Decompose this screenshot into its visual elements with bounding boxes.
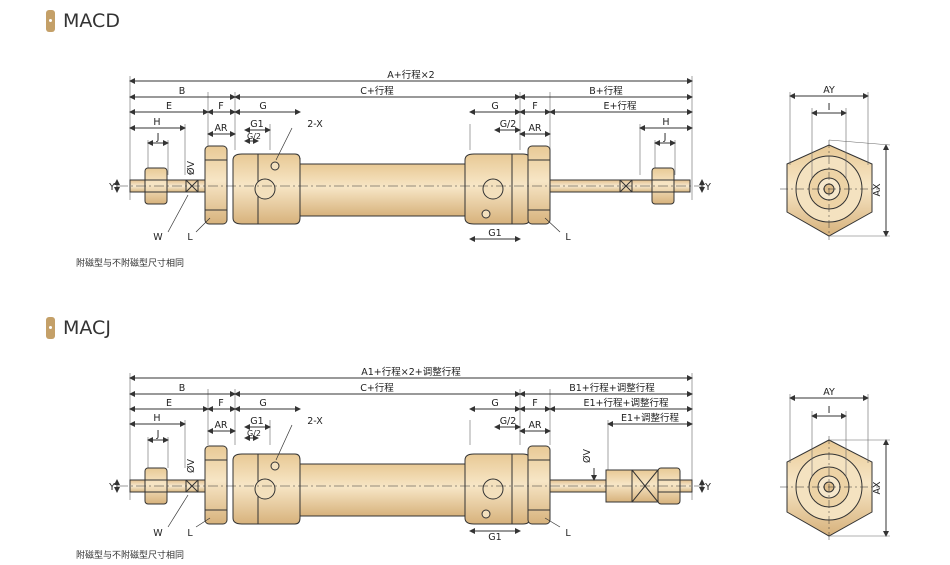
dim-ar-right: AR bbox=[528, 420, 541, 431]
dim-g-right: G bbox=[491, 398, 498, 409]
dim-b-right: B+行程 bbox=[589, 85, 623, 97]
dim-g1: G1 bbox=[250, 416, 263, 427]
bullet-icon bbox=[46, 10, 55, 32]
label-y-right: Y bbox=[704, 482, 711, 493]
dim-j: J bbox=[156, 429, 160, 440]
dim-j-right: J bbox=[663, 132, 667, 143]
dim-ar: AR bbox=[214, 420, 227, 431]
end-view-macd bbox=[780, 92, 891, 240]
end-view-macj bbox=[780, 394, 890, 540]
dim-g1-bottom: G1 bbox=[488, 228, 501, 239]
dim-f: F bbox=[218, 101, 223, 112]
dim-overall: A1+行程×2+调整行程 bbox=[361, 366, 461, 378]
dim-g: G bbox=[259, 398, 266, 409]
label-l-right: L bbox=[565, 528, 571, 539]
dim-g2-right: G/2 bbox=[500, 416, 517, 427]
bullet-icon bbox=[46, 317, 55, 339]
label-w: W bbox=[153, 232, 163, 243]
note-text: 附磁型与不附磁型尺寸相同 bbox=[76, 259, 185, 269]
dim-c: C+行程 bbox=[360, 85, 394, 97]
dim-g2: G/2 bbox=[247, 132, 261, 141]
dim-g1-bottom: G1 bbox=[488, 532, 501, 543]
section-tag-macj: MACJ bbox=[46, 317, 111, 339]
dim-f-right: F bbox=[532, 398, 537, 409]
dim-c: C+行程 bbox=[360, 382, 394, 394]
label-ax: AX bbox=[872, 183, 883, 196]
dim-b: B bbox=[179, 86, 186, 97]
cylinder-drawing-macj bbox=[114, 373, 705, 534]
dim-g2-right: G/2 bbox=[500, 119, 517, 130]
dim-e: E bbox=[166, 101, 172, 112]
label-ov: ØV bbox=[186, 459, 197, 473]
dim-b-right: B1+行程+调整行程 bbox=[569, 382, 655, 394]
dim-e: E bbox=[166, 398, 172, 409]
label-port: 2-X bbox=[307, 416, 323, 427]
label-i: I bbox=[828, 405, 831, 416]
labels-macd: A+行程×2 B C+行程 B+行程 E F G G F E+行程 H H J … bbox=[108, 69, 883, 243]
dim-ar: AR bbox=[214, 123, 227, 134]
labels-macj: A1+行程×2+调整行程 B C+行程 B1+行程+调整行程 E F G G F… bbox=[108, 366, 883, 543]
label-y: Y bbox=[108, 482, 115, 493]
section-title: MACJ bbox=[63, 317, 111, 339]
label-ay: AY bbox=[823, 85, 835, 96]
dim-e-right: E+行程 bbox=[604, 100, 637, 112]
label-ov-right: ØV bbox=[582, 449, 593, 463]
label-l: L bbox=[187, 528, 193, 539]
dim-ar-right: AR bbox=[528, 123, 541, 134]
dim-g-right: G bbox=[491, 101, 498, 112]
dim-overall: A+行程×2 bbox=[387, 69, 434, 81]
dim-h: H bbox=[153, 117, 160, 128]
dim-g2: G/2 bbox=[247, 429, 261, 438]
dim-g: G bbox=[259, 101, 266, 112]
section-tag-macd: MACD bbox=[46, 10, 120, 32]
dim-h: H bbox=[153, 413, 160, 424]
dim-f-right: F bbox=[532, 101, 537, 112]
note-text: 附磁型与不附磁型尺寸相同 bbox=[76, 551, 185, 561]
label-l-right: L bbox=[565, 232, 571, 243]
dim-j: J bbox=[156, 132, 160, 143]
label-ay: AY bbox=[823, 387, 835, 398]
label-ov: ØV bbox=[186, 161, 197, 175]
dim-e-right: E1+行程+调整行程 bbox=[584, 397, 669, 409]
dim-h-right: H bbox=[662, 117, 669, 128]
label-port: 2-X bbox=[307, 119, 323, 130]
dim-b: B bbox=[179, 383, 186, 394]
label-i: I bbox=[828, 102, 831, 113]
cylinder-drawing-macd bbox=[114, 76, 705, 242]
section-title: MACD bbox=[63, 10, 120, 32]
label-ax: AX bbox=[872, 481, 883, 494]
label-y: Y bbox=[108, 182, 115, 193]
label-w: W bbox=[153, 528, 163, 539]
dim-g1: G1 bbox=[250, 119, 263, 130]
dim-f: F bbox=[218, 398, 223, 409]
label-y-right: Y bbox=[704, 182, 711, 193]
dim-e-adj: E1+调整行程 bbox=[621, 412, 680, 424]
label-l: L bbox=[187, 232, 193, 243]
